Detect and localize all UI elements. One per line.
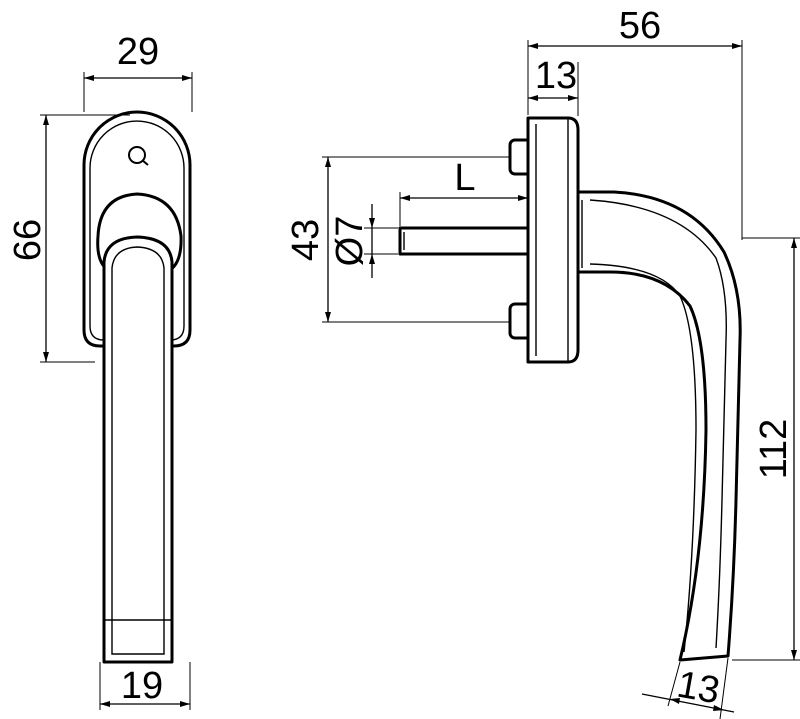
dim-side-spindle-diameter: Ø7 xyxy=(329,204,398,278)
dim-label-112: 112 xyxy=(753,419,795,480)
dim-label-43: 43 xyxy=(285,219,327,261)
dim-side-rose-depth: 13 xyxy=(528,55,579,116)
front-handle-shaft-inner xyxy=(111,246,165,655)
dim-label-19: 19 xyxy=(121,665,163,707)
side-view xyxy=(398,116,742,662)
dim-side-handle-height: 112 xyxy=(732,237,800,661)
dim-label-56: 56 xyxy=(619,5,661,47)
dim-side-grip-tip: 13 xyxy=(641,657,735,719)
dim-side-screw-spacing: 43 xyxy=(285,156,510,323)
dim-label-13-top: 13 xyxy=(535,55,577,97)
dim-side-spindle-length: L xyxy=(399,157,528,226)
dim-label-66: 66 xyxy=(7,219,49,261)
side-spindle xyxy=(398,226,532,256)
dim-label-29: 29 xyxy=(117,31,159,73)
front-view xyxy=(82,110,192,664)
side-handle-body xyxy=(576,190,742,662)
dim-label-d7: Ø7 xyxy=(329,216,371,267)
side-rose-plate xyxy=(526,116,580,364)
front-rose-inner xyxy=(89,120,185,341)
dim-front-width-bottom: 19 xyxy=(99,662,191,710)
dim-front-width-top: 29 xyxy=(83,31,193,112)
front-handle-shaft xyxy=(102,235,174,664)
dim-front-height: 66 xyxy=(7,114,130,363)
dim-label-L: L xyxy=(454,157,475,199)
lock-icon xyxy=(128,146,149,166)
dim-label-13-bottom: 13 xyxy=(674,664,723,713)
dim-side-overall-width: 56 xyxy=(527,5,743,240)
side-handle-inner xyxy=(589,199,727,649)
